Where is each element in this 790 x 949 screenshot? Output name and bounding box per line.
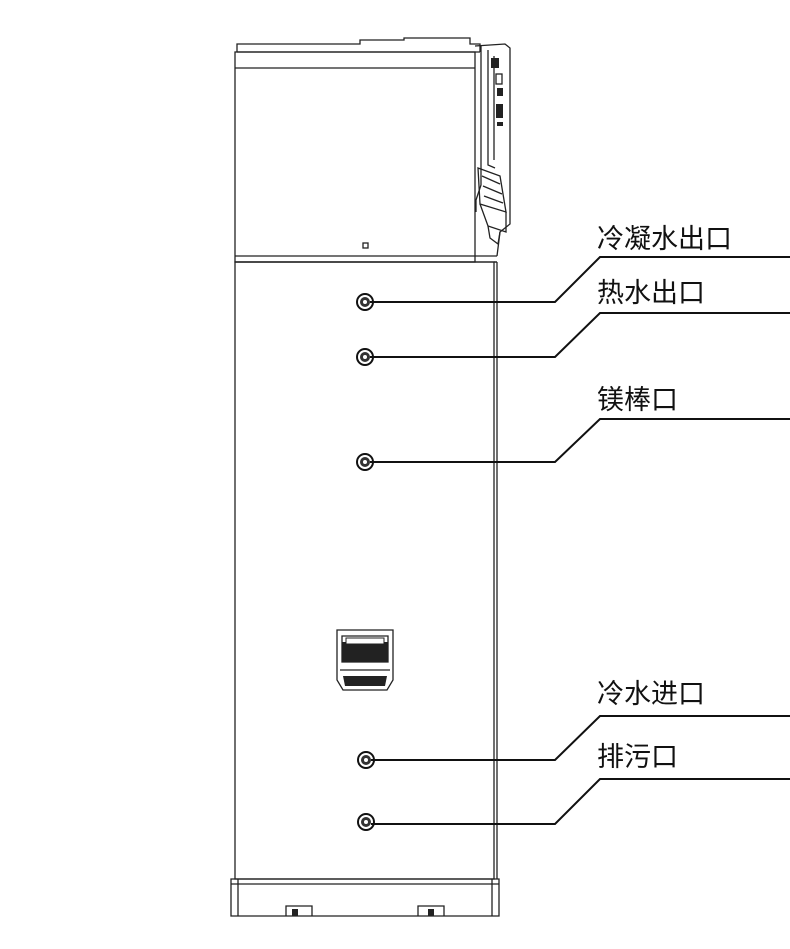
label-hot-water-outlet: 热水出口 — [597, 278, 705, 309]
tank-base — [230, 878, 500, 917]
label-condensate-outlet: 冷凝水出口 — [597, 224, 732, 255]
leader-line-hot-water — [370, 312, 790, 358]
label-magnesium-rod-port: 镁棒口 — [597, 385, 678, 416]
label-cold-water-inlet: 冷水进口 — [597, 679, 705, 710]
indicator-square — [362, 242, 369, 249]
control-panel — [336, 629, 394, 691]
port-condensate — [356, 348, 374, 366]
port-drain — [357, 813, 375, 831]
label-drain-outlet: 排污口 — [597, 742, 678, 773]
leader-line-magnesium-rod — [370, 418, 790, 463]
side-connectors — [491, 58, 503, 126]
top-unit — [234, 37, 511, 263]
leader-line-condensate — [370, 256, 790, 303]
side-fittings — [477, 167, 507, 246]
leader-line-drain — [371, 778, 790, 825]
leader-line-cold-water — [371, 715, 790, 761]
